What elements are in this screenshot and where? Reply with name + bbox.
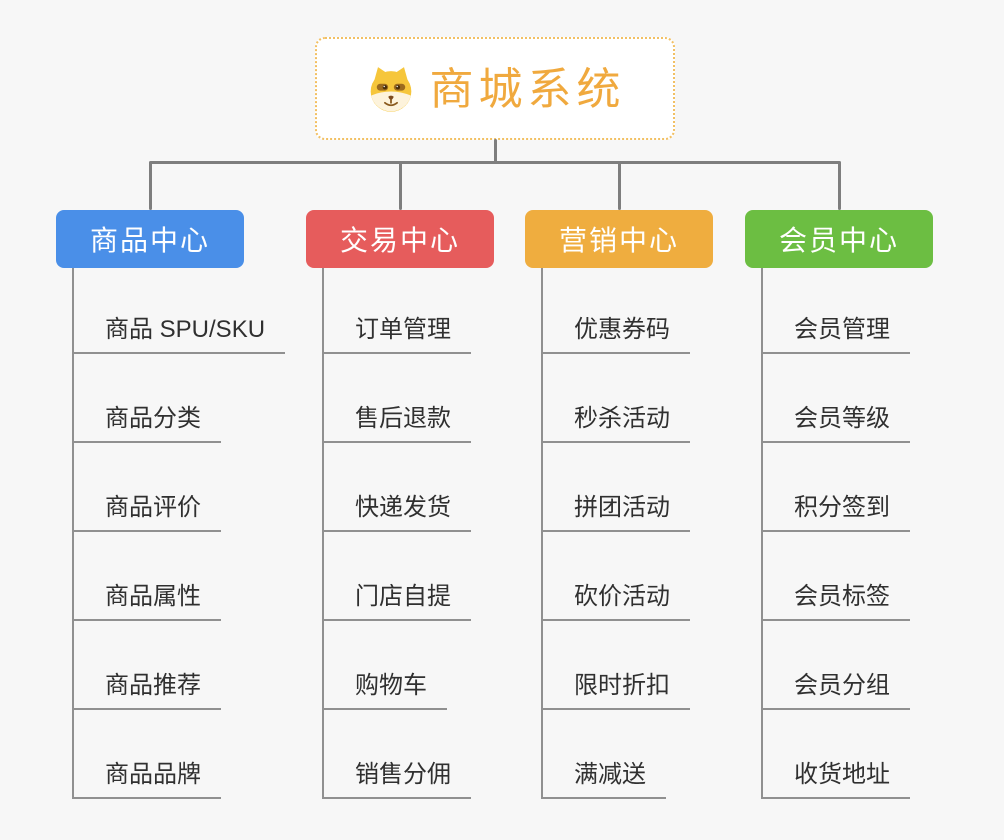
topic-item[interactable]: 积分签到 [763, 494, 910, 532]
topic-item[interactable]: 商品推荐 [74, 672, 221, 710]
doge-face-icon [365, 63, 417, 115]
branch-items-marketing-center: 优惠券码 秒杀活动 拼团活动 砍价活动 限时折扣 满减送 [541, 268, 690, 799]
topic-item[interactable]: 拼团活动 [543, 494, 690, 532]
topic-item[interactable]: 售后退款 [324, 405, 471, 443]
topic-item[interactable]: 秒杀活动 [543, 405, 690, 443]
topic-item[interactable]: 满减送 [543, 761, 666, 799]
connector-drop-marketing [618, 162, 621, 210]
branch-node-trade-center[interactable]: 交易中心 [306, 210, 494, 268]
branch-items-member-center: 会员管理 会员等级 积分签到 会员标签 会员分组 收货地址 [761, 268, 910, 799]
topic-item[interactable]: 收货地址 [763, 761, 910, 799]
branch-items-trade-center: 订单管理 售后退款 快递发货 门店自提 购物车 销售分佣 [322, 268, 471, 799]
topic-item[interactable]: 会员分组 [763, 672, 910, 710]
topic-item[interactable]: 快递发货 [324, 494, 471, 532]
topic-item[interactable]: 商品 SPU/SKU [74, 316, 286, 354]
connector-drop-trade [399, 162, 402, 210]
topic-item[interactable]: 购物车 [324, 672, 447, 710]
branch-node-product-center[interactable]: 商品中心 [56, 210, 244, 268]
topic-item[interactable]: 会员管理 [763, 316, 910, 354]
connector-horizontal-bar [149, 161, 841, 164]
topic-item[interactable]: 销售分佣 [324, 761, 471, 799]
topic-item[interactable]: 订单管理 [324, 316, 471, 354]
topic-item[interactable]: 限时折扣 [543, 672, 690, 710]
connector-drop-member [838, 162, 841, 210]
topic-item[interactable]: 会员等级 [763, 405, 910, 443]
topic-item[interactable]: 会员标签 [763, 583, 910, 621]
branch-node-marketing-center[interactable]: 营销中心 [525, 210, 713, 268]
topic-item[interactable]: 商品评价 [74, 494, 221, 532]
branch-items-product-center: 商品 SPU/SKU 商品分类 商品评价 商品属性 商品推荐 商品品牌 [72, 268, 286, 799]
topic-item[interactable]: 门店自提 [324, 583, 471, 621]
topic-item[interactable]: 商品属性 [74, 583, 221, 621]
branch-node-member-center[interactable]: 会员中心 [745, 210, 933, 268]
root-node[interactable]: 商城系统 [315, 37, 675, 140]
topic-item[interactable]: 砍价活动 [543, 583, 690, 621]
topic-item[interactable]: 商品品牌 [74, 761, 221, 799]
connector-drop-product [149, 162, 152, 210]
connector-root-stem [494, 139, 497, 163]
topic-item[interactable]: 商品分类 [74, 405, 221, 443]
topic-item[interactable]: 优惠券码 [543, 316, 690, 354]
root-title: 商城系统 [429, 64, 626, 114]
